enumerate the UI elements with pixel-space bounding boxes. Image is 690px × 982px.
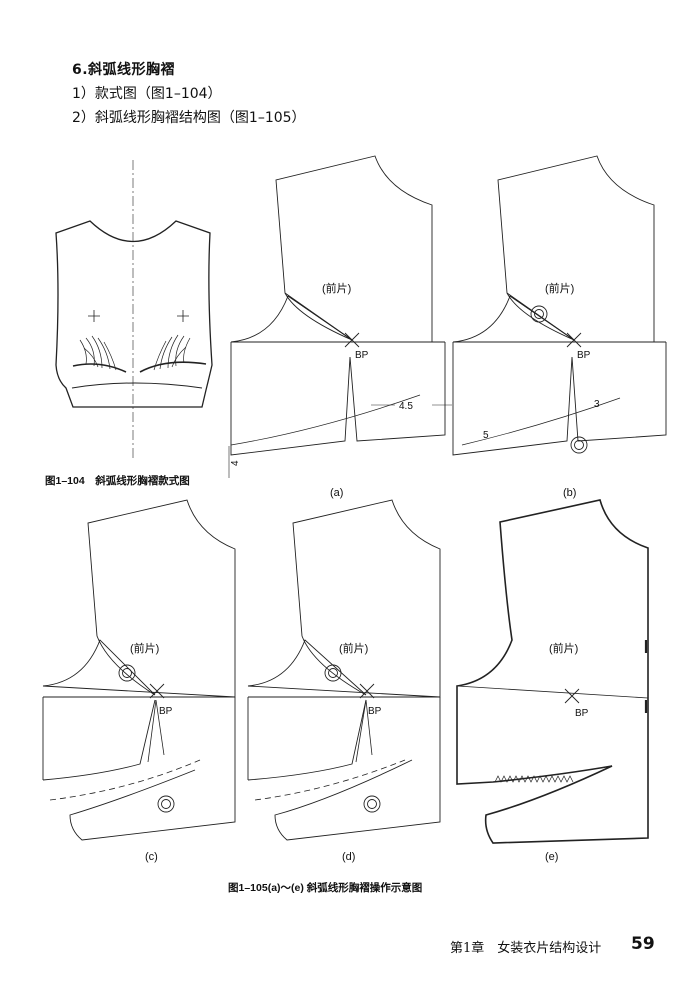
bp-label-b: BP [577, 350, 591, 361]
panel-b-lower [452, 342, 667, 456]
pivot-circle-c1 [118, 664, 136, 682]
panel-b [452, 155, 667, 456]
left-gathers [79, 335, 117, 371]
curve-a [230, 394, 421, 446]
right-gathers [153, 334, 191, 371]
pivot-circle-b2-inner [574, 440, 584, 450]
label-front-e: (前片) [549, 641, 578, 655]
curve-b [461, 397, 621, 446]
panel-b-upper [452, 155, 655, 343]
panel-d-upper [247, 499, 441, 698]
pivot-circle-d1-inner [328, 668, 338, 678]
pivot-circle-c2 [157, 795, 175, 813]
caption-e: (e) [545, 851, 558, 863]
bp-label-e: BP [575, 708, 589, 719]
bp-cross-e [564, 688, 580, 704]
pivot-circle-c2-inner [161, 799, 171, 809]
panel-c-dart-legs [147, 699, 165, 763]
pivot-circle-d2-inner [367, 799, 377, 809]
item-style-drawing: 1）款式图（图1–104） [72, 86, 222, 102]
panel-d [247, 499, 441, 841]
panel-c-dart-lower [42, 699, 156, 781]
panel-d-dart-legs [355, 699, 373, 763]
panel-e-outline [456, 499, 649, 844]
panel-c-upper [42, 499, 236, 698]
pivot-circle-b2 [570, 436, 588, 454]
figure-104-caption: 图1–104 斜弧线形胸褶款式图 [45, 475, 190, 487]
bp-cross-a [344, 332, 360, 348]
bp-label-c: BP [159, 706, 173, 717]
bp-label-d: BP [368, 706, 382, 717]
garment-outline [55, 220, 213, 408]
bp-cross-d [359, 683, 375, 699]
caption-b: (b) [563, 487, 576, 499]
left-dart-curve [72, 363, 127, 373]
pivot-circle-d1 [324, 664, 342, 682]
label-front-b: (前片) [545, 281, 574, 295]
caption-a: (a) [330, 487, 343, 499]
label-front-c: (前片) [130, 641, 159, 655]
bp-cross-c [149, 683, 165, 699]
panel-e [456, 499, 649, 844]
panel-a-lower [230, 342, 446, 456]
right-bp-mark [177, 310, 189, 322]
label-front-d: (前片) [339, 641, 368, 655]
item-structure-drawing: 2）斜弧线形胸褶结构图（图1–105） [72, 110, 306, 126]
right-dart-curve [139, 361, 207, 373]
figure-105-caption: 图1–105(a)～(e) 斜弧线形胸褶操作示意图 [228, 882, 423, 894]
garment-style-sketch [55, 160, 213, 458]
hem-line [71, 382, 203, 389]
left-bp-mark [88, 310, 100, 322]
dart-leg-b2 [506, 292, 575, 341]
dim-label-4: 4 [230, 460, 241, 466]
dart-line-e [456, 685, 649, 699]
bp-cross-b [566, 332, 582, 348]
caption-c: (c) [145, 851, 158, 863]
panel-c-lower [69, 697, 236, 841]
pivot-circle-b1-inner [534, 309, 544, 319]
curve-d-dashed [254, 759, 406, 801]
dart-leg-a2 [284, 292, 353, 341]
curve-c-dashed [49, 759, 201, 801]
gathers-e [494, 775, 574, 783]
pivot-circle-d2 [363, 795, 381, 813]
bp-label-a: BP [355, 350, 369, 361]
label-front-a: (前片) [322, 281, 351, 295]
pivot-circle-c1-inner [122, 668, 132, 678]
chapter-footer: 第1章 女装衣片结构设计 [450, 941, 602, 956]
caption-d: (d) [342, 851, 355, 863]
pivot-circle-b1 [530, 305, 548, 323]
dim-label-3: 3 [594, 399, 600, 410]
panel-d-lower [274, 697, 441, 841]
dim-label-45: 4.5 [399, 401, 413, 412]
section-heading: 6.斜弧线形胸褶 [72, 62, 176, 78]
panel-a [228, 155, 452, 478]
dim-label-5: 5 [483, 430, 489, 441]
panel-c [42, 499, 236, 841]
panel-a-upper [230, 155, 433, 343]
page-number: 59 [631, 934, 655, 954]
panel-d-dart-lower [247, 699, 367, 781]
